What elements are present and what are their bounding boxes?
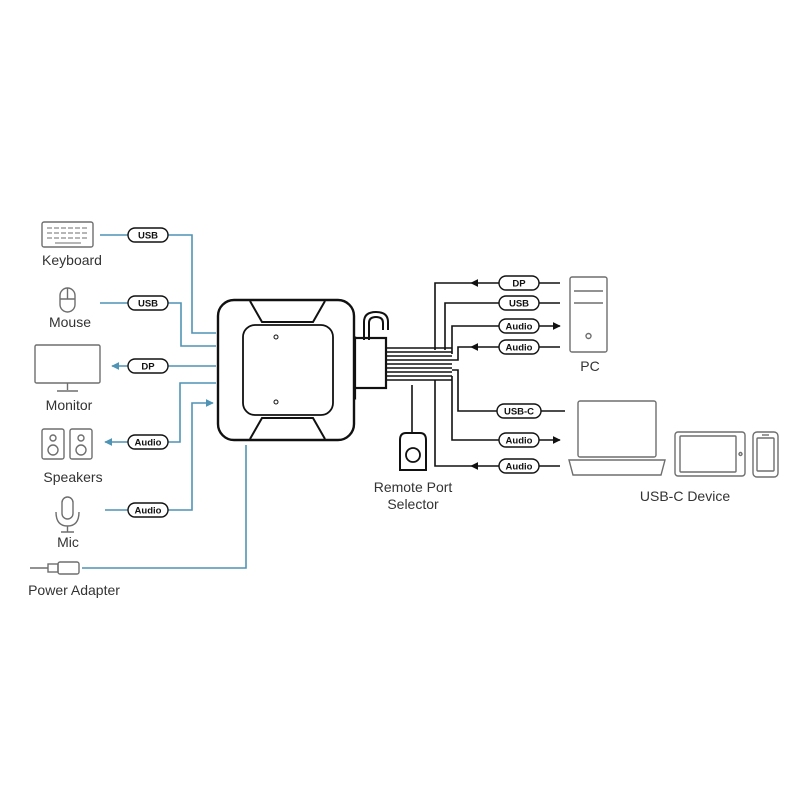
keyboard-label: Keyboard (42, 252, 102, 268)
mouse-icon (59, 287, 76, 313)
mic-label: Mic (57, 534, 79, 550)
usbc-audio-in-pill: Audio (498, 458, 540, 474)
pill-text: Audio (135, 506, 162, 517)
usbc-pill: USB-C (496, 403, 542, 419)
monitor-dp-pill: DP (127, 358, 169, 374)
pc-usb-pill: USB (498, 295, 540, 311)
pc-tower-icon (569, 276, 608, 353)
keyboard-icon (41, 221, 94, 248)
laptop-icon (568, 400, 666, 476)
pill-text: Audio (506, 343, 533, 354)
pc-dp-pill: DP (498, 275, 540, 291)
monitor-label: Monitor (45, 397, 93, 413)
pc-audio-out-pill: Audio (498, 318, 540, 334)
kvm-switch-icon (216, 298, 452, 442)
pill-text: Audio (506, 436, 533, 447)
speakers-icon (41, 428, 93, 460)
mic-cable (105, 399, 214, 511)
pill-text: USB (138, 299, 158, 310)
mic-icon (55, 496, 80, 533)
remote-button-icon (399, 385, 427, 471)
pill-text: USB-C (504, 407, 534, 418)
pc-audio-in-pill: Audio (498, 339, 540, 355)
tablet-icon (674, 431, 746, 477)
mouse-label: Mouse (48, 314, 92, 330)
mic-audio-pill: Audio (127, 502, 169, 518)
power-plug-icon (30, 561, 80, 575)
pill-text: Audio (135, 438, 162, 449)
pill-text: DP (512, 279, 526, 290)
remote-label-line2: Selector (387, 496, 439, 512)
phone-icon (752, 431, 779, 478)
pc-label: PC (580, 358, 600, 374)
pill-text: USB (509, 299, 529, 310)
keyboard-usb-pill: USB (127, 227, 169, 243)
remote-label-line1: Remote Port (373, 479, 453, 495)
keyboard-cable (100, 234, 216, 334)
right-cable-labels: DP USB Audio Audio USB-C Audio Audio (496, 275, 542, 474)
monitor-icon (34, 344, 101, 392)
speakers-cable (104, 382, 216, 446)
speakers-label: Speakers (43, 469, 103, 485)
power-cable (82, 445, 247, 569)
pill-text: Audio (506, 462, 533, 473)
pill-text: USB (138, 231, 158, 242)
usbc-audio-out-pill: Audio (498, 432, 540, 448)
pill-text: Audio (506, 322, 533, 333)
left-cable-labels: USB USB DP Audio Audio (127, 227, 169, 518)
pill-text: DP (141, 362, 155, 373)
speakers-audio-pill: Audio (127, 434, 169, 450)
cable-bundle (385, 347, 452, 381)
usbc-device-label: USB-C Device (639, 488, 731, 504)
mouse-usb-pill: USB (127, 295, 169, 311)
power-adapter-label: Power Adapter (28, 582, 120, 598)
